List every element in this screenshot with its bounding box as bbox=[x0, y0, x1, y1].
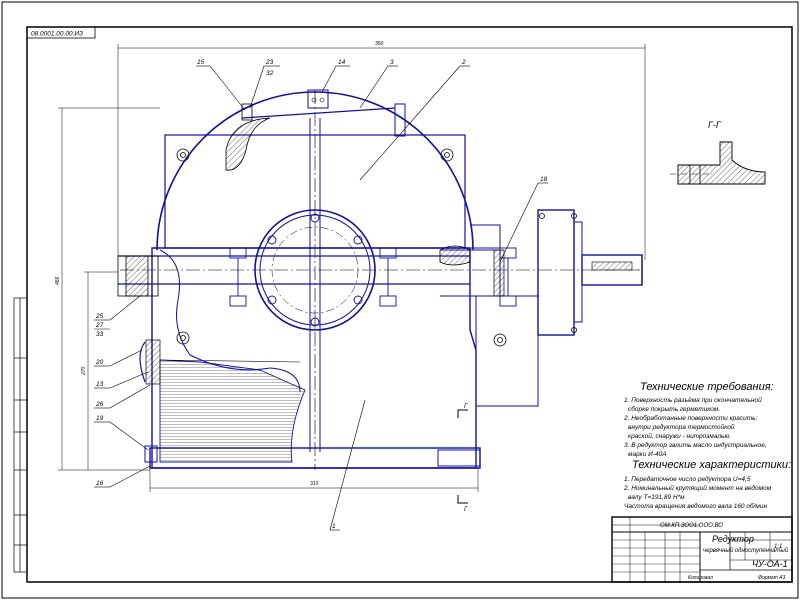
title-doc-number: ОМ.КП.ЗОО1.ООО.ВО bbox=[660, 523, 723, 529]
left-margin-strip bbox=[13, 297, 28, 573]
characteristics-title: Технические характеристики: bbox=[632, 459, 791, 471]
requirements-line-3: 2. Необработанные поверхности красить: bbox=[623, 414, 758, 422]
top-stamp-text: 08.0001.00.00.ИЗ bbox=[31, 31, 83, 38]
dim-top-width: 350 bbox=[375, 41, 384, 47]
dim-left-height: 466 bbox=[55, 276, 61, 285]
oil-fill bbox=[159, 359, 306, 463]
callout-15: 15 bbox=[197, 59, 205, 66]
title-group: ЧУ-ОА-1 bbox=[752, 559, 788, 569]
requirements-line-1: 1. Поверхность разъёма при окончательной bbox=[624, 396, 762, 404]
callout-27: 27 bbox=[95, 322, 104, 329]
callout-18: 18 bbox=[540, 176, 548, 183]
title-block bbox=[611, 516, 793, 583]
title-name-line2: червячный одноступенчатый bbox=[703, 547, 789, 554]
title-format: Формат А3 bbox=[758, 575, 786, 581]
callout-14: 14 bbox=[338, 59, 346, 66]
callout-23: 23 bbox=[265, 59, 274, 66]
callout-26: 26 bbox=[95, 401, 104, 408]
title-name-line1: Редуктор bbox=[712, 534, 754, 544]
section-title: Г-Г bbox=[708, 120, 722, 130]
title-sheet-no: 1:1 bbox=[774, 544, 782, 550]
corner-holes bbox=[176, 148, 507, 347]
requirements-line-7: марки И-40А bbox=[628, 451, 667, 458]
callout-20: 20 bbox=[95, 359, 104, 366]
technical-requirements: Технические требования: 1. Поверхность р… bbox=[623, 381, 774, 458]
callout-13: 13 bbox=[96, 381, 104, 388]
requirements-title: Технические требования: bbox=[640, 381, 774, 393]
characteristics-line-2: 2. Номинальный крутящий момент на ведомо… bbox=[623, 484, 772, 492]
characteristics-line-3: валу Т=191,89 Н*м bbox=[628, 494, 685, 501]
flange-bolts bbox=[229, 247, 517, 307]
requirements-line-4: внутри редуктора термостойкой bbox=[628, 423, 735, 431]
dim-mid-height: 270 bbox=[81, 366, 87, 376]
technical-characteristics: Технические характеристики: 1. Передаточ… bbox=[623, 459, 791, 510]
requirements-line-5: краской, снаружи - нитроэмалью. bbox=[628, 432, 731, 440]
top-stamp: 08.0001.00.00.ИЗ bbox=[26, 26, 96, 39]
callout-1: 1 bbox=[332, 523, 336, 530]
callout-32: 32 bbox=[266, 70, 274, 77]
bearing-cover-outer bbox=[254, 209, 376, 331]
cover-bolts bbox=[267, 213, 363, 327]
requirements-line-2: сборке покрыть герметиком. bbox=[628, 405, 720, 413]
requirements-line-6: 3. В редуктор залить масло индустриально… bbox=[624, 441, 767, 449]
section-mark-upper: Г bbox=[464, 403, 468, 410]
characteristics-line-4: Частота вращения ведомого вала 160 об/ми… bbox=[624, 502, 768, 510]
callout-leaders bbox=[94, 65, 548, 531]
right-end-cover bbox=[537, 209, 575, 336]
section-view: Г-Г Г Г bbox=[457, 120, 766, 513]
drain-plug bbox=[144, 445, 158, 463]
gearbox-drawing bbox=[117, 89, 643, 470]
callout-3: 3 bbox=[390, 59, 394, 66]
title-copied: Копировал bbox=[688, 575, 713, 581]
callout-2: 2 bbox=[461, 59, 466, 66]
flange-bolt-section bbox=[125, 255, 149, 297]
callout-33: 33 bbox=[96, 331, 104, 338]
callout-19: 19 bbox=[96, 415, 104, 422]
callout-25: 25 bbox=[95, 313, 104, 320]
dim-bottom-width: 310 bbox=[310, 481, 319, 487]
breather bbox=[307, 89, 329, 109]
dimensions bbox=[58, 44, 646, 492]
callout-16: 16 bbox=[96, 480, 104, 487]
section-mark-lower: Г bbox=[464, 506, 468, 513]
characteristics-line-1: 1. Передаточное число редуктора U=4,5 bbox=[624, 475, 751, 483]
